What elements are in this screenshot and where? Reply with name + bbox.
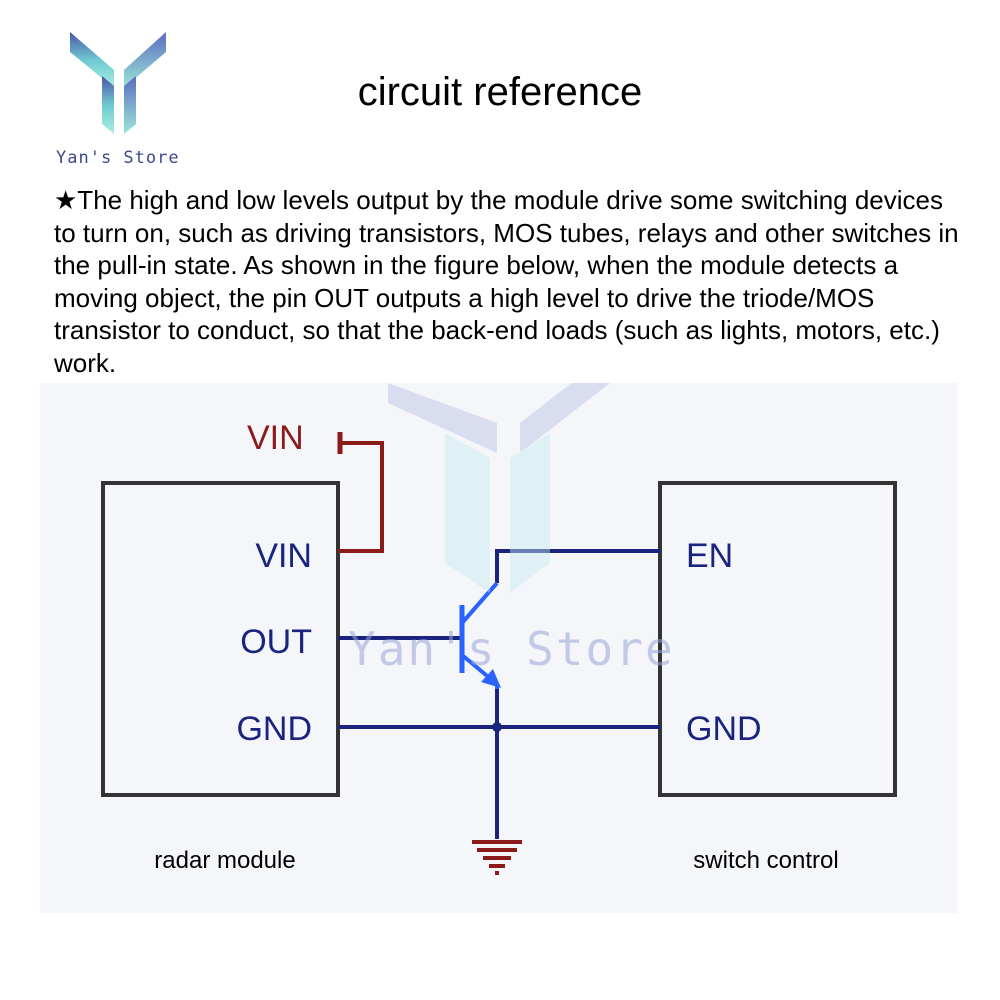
store-logo-text: Yan's Store [56,148,180,168]
store-logo-icon [70,32,166,134]
en-wire [495,549,660,583]
radar-pin-gnd: GND [236,710,312,748]
switch-control-label: switch control [693,847,838,874]
supply-wire [338,441,384,553]
npn-transistor [459,581,501,689]
emitter-arrow [481,669,501,688]
circuit-diagram: Yan's Store VIN VIN OUT GND EN GND radar… [101,383,897,875]
switch-pin-gnd: GND [686,710,762,748]
store-logo: Yan's Store [50,28,190,178]
switch-control-box [658,481,897,797]
description-text: ★The high and low levels output by the m… [54,185,959,378]
radar-module-label: radar module [154,847,295,874]
watermark [388,383,610,593]
gnd-junction [492,722,502,732]
watermark-text: Yan's Store [348,622,675,676]
radar-pin-vin: VIN [255,537,312,575]
ground-symbol [472,840,522,875]
circuit-panel: Yan's Store VIN VIN OUT GND EN GND radar… [40,383,957,913]
supply-label: VIN [247,419,304,457]
radar-pin-out: OUT [240,623,312,661]
switch-pin-en: EN [686,537,733,575]
page-title: circuit reference [357,70,643,114]
